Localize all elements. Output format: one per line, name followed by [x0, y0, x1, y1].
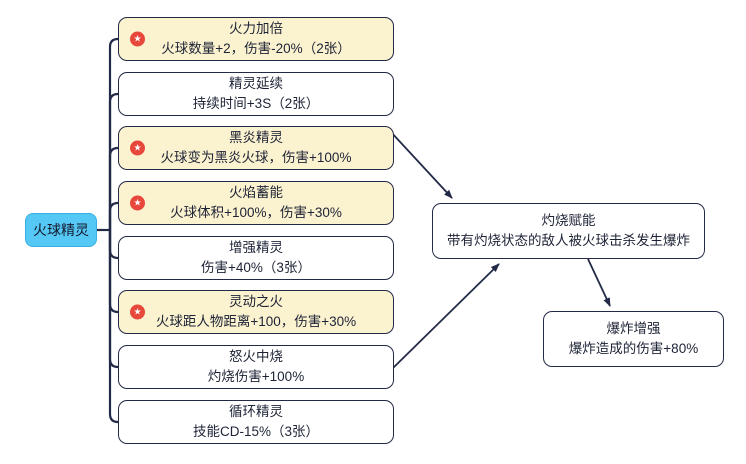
branch-line-5	[108, 230, 119, 260]
root-node-label: 火球精灵	[33, 222, 89, 238]
combo-title: 爆炸增强	[606, 321, 661, 336]
skill-title: 循环精灵	[229, 404, 283, 419]
skill-node-2[interactable]: 精灵延续持续时间+3S（2张）	[118, 72, 394, 116]
combo-desc: 爆炸造成的伤害+80%	[568, 341, 699, 356]
skill-desc: 火球距人物距离+100，伤害+30%	[155, 314, 357, 329]
combo-node-burn-empower[interactable]: 灼烧赋能 带有灼烧状态的敌人被火球击杀发生爆炸	[432, 203, 705, 259]
edge-arrow-burn-to-explosion	[587, 258, 611, 307]
skill-node-8[interactable]: 循环精灵技能CD-15%（3张）	[118, 400, 394, 444]
root-node[interactable]: 火球精灵	[25, 213, 97, 247]
skill-node-7[interactable]: 怒火中烧灼烧伤害+100%	[118, 345, 394, 389]
skill-node-4[interactable]: ★ 火焰蓄能火球体积+100%，伤害+30%	[118, 181, 394, 225]
branch-line-8	[108, 230, 119, 424]
combo-title: 灼烧赋能	[541, 213, 596, 228]
skill-node-1[interactable]: ★ 火力加倍火球数量+2，伤害-20%（2张）	[118, 17, 394, 61]
skill-node-3[interactable]: ★ 黑炎精灵火球变为黑炎火球，伤害+100%	[118, 126, 394, 170]
skill-title: 火焰蓄能	[229, 185, 283, 200]
skill-title: 怒火中烧	[229, 349, 283, 364]
star-icon: ★	[130, 31, 145, 47]
skill-desc: 火球数量+2，伤害-20%（2张）	[161, 41, 351, 56]
edge-arrow-rage-to-burn	[391, 263, 500, 370]
skill-desc: 技能CD-15%（3张）	[192, 424, 320, 439]
skill-node-5[interactable]: 增强精灵伤害+40%（3张）	[118, 236, 394, 280]
skill-desc: 灼烧伤害+100%	[207, 369, 305, 384]
branch-line-4	[108, 201, 119, 230]
skill-title: 黑炎精灵	[229, 130, 283, 145]
star-icon: ★	[130, 304, 145, 320]
skill-desc: 火球变为黑炎火球，伤害+100%	[160, 150, 352, 165]
skill-title: 火力加倍	[229, 21, 283, 36]
star-icon: ★	[130, 140, 145, 156]
skill-title: 灵动之火	[229, 294, 283, 309]
branch-line-2	[108, 92, 119, 230]
branch-line-6	[108, 230, 119, 314]
skill-desc: 火球体积+100%，伤害+30%	[170, 205, 342, 220]
skill-desc: 持续时间+3S（2张）	[192, 96, 320, 111]
combo-node-explosion-boost[interactable]: 爆炸增强 爆炸造成的伤害+80%	[543, 311, 724, 367]
skill-title: 精灵延续	[229, 76, 283, 91]
combo-desc: 带有灼烧状态的敌人被火球击杀发生爆炸	[447, 233, 690, 248]
branch-line-3	[108, 146, 119, 230]
edge-arrow-blackflame-to-burn	[389, 130, 453, 199]
skill-title: 增强精灵	[229, 240, 283, 255]
branch-line-7	[108, 230, 119, 369]
skill-node-6[interactable]: ★ 灵动之火火球距人物距离+100，伤害+30%	[118, 290, 394, 334]
star-icon: ★	[130, 195, 145, 211]
skill-desc: 伤害+40%（3张）	[201, 260, 311, 275]
branch-line-1	[108, 37, 119, 230]
